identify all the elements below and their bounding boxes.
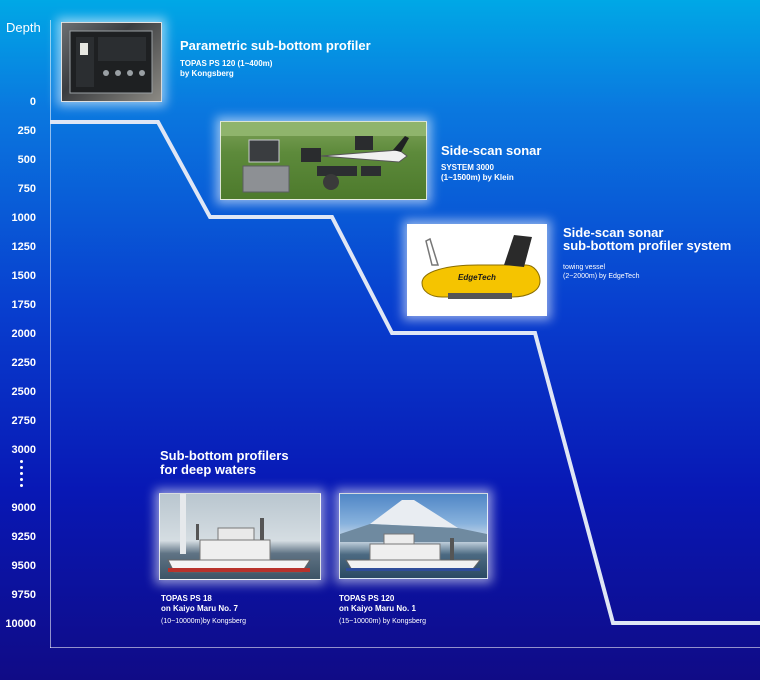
profiler-unit-photo bbox=[61, 22, 162, 102]
sidescan-equipment-image bbox=[221, 122, 426, 193]
edgetech-logo: EdgeTech bbox=[458, 273, 496, 282]
sbp-system-title-1: Side-scan sonar bbox=[563, 225, 664, 240]
depth-tick-label: 3000 bbox=[11, 444, 36, 456]
depth-tick-label: 1000 bbox=[11, 212, 36, 224]
depth-tick-label: 1250 bbox=[11, 241, 36, 253]
depth-axis-label: Depth bbox=[6, 20, 41, 35]
depth-tick-label: 9000 bbox=[11, 502, 36, 514]
deep-title-1: Sub-bottom profilers bbox=[160, 448, 289, 463]
deep-title-2: for deep waters bbox=[160, 462, 257, 477]
sbp-system-range: (2~2000m) by EdgeTech bbox=[563, 273, 640, 280]
towfish-photo: EdgeTech bbox=[407, 224, 547, 316]
depth-tick-label: 0 bbox=[29, 96, 36, 108]
depth-tick-label: 9500 bbox=[11, 560, 36, 572]
sidescan-title: Side-scan sonar bbox=[441, 143, 542, 158]
axis-break-dots bbox=[20, 460, 24, 490]
towfish-image: EdgeTech bbox=[421, 235, 541, 299]
depth-tick-label: 250 bbox=[17, 125, 36, 137]
depth-tick-label: 9250 bbox=[11, 531, 36, 543]
ship1-vessel: on Kaiyo Maru No. 7 bbox=[161, 604, 238, 613]
depth-tick-label: 10000 bbox=[5, 618, 36, 630]
profiler-unit-image bbox=[69, 30, 153, 94]
depth-tick-label: 1750 bbox=[11, 299, 36, 311]
depth-tick-label: 2250 bbox=[11, 357, 36, 369]
ship2-image bbox=[340, 500, 487, 571]
depth-tick-label: 1500 bbox=[11, 270, 36, 282]
sbp-system-desc: towing vessel bbox=[563, 264, 606, 271]
sidescan-photo bbox=[220, 121, 427, 200]
parametric-maker: by Kongsberg bbox=[180, 69, 234, 78]
ship2-vessel: on Kaiyo Maru No. 1 bbox=[339, 604, 416, 613]
depth-tick-label: 2000 bbox=[11, 328, 36, 340]
depth-axis-line bbox=[50, 20, 51, 648]
depth-tick-label: 2500 bbox=[11, 386, 36, 398]
sidescan-range: (1~1500m) by Klein bbox=[441, 173, 514, 182]
depth-tick-label: 500 bbox=[17, 154, 36, 166]
sbp-system-title-2: sub-bottom profiler system bbox=[563, 238, 732, 253]
ship2-model: TOPAS PS 120 bbox=[339, 594, 395, 603]
depth-tick-label: 2750 bbox=[11, 415, 36, 427]
ship2-photo bbox=[339, 493, 488, 579]
ship1-range: (10~10000m)by Kongsberg bbox=[161, 618, 247, 625]
ship1-photo bbox=[159, 493, 321, 580]
depth-tick-label: 9750 bbox=[11, 589, 36, 601]
ship1-model: TOPAS PS 18 bbox=[161, 594, 212, 603]
parametric-model: TOPAS PS 120 (1~400m) bbox=[180, 59, 273, 68]
sidescan-model: SYSTEM 3000 bbox=[441, 163, 494, 172]
baseline bbox=[50, 647, 760, 648]
seabed-profile-line bbox=[50, 120, 760, 625]
ship2-range: (15~10000m) by Kongsberg bbox=[339, 618, 426, 625]
depth-tick-label: 750 bbox=[17, 183, 36, 195]
ship1-image bbox=[167, 494, 311, 573]
parametric-title: Parametric sub-bottom profiler bbox=[180, 38, 371, 53]
